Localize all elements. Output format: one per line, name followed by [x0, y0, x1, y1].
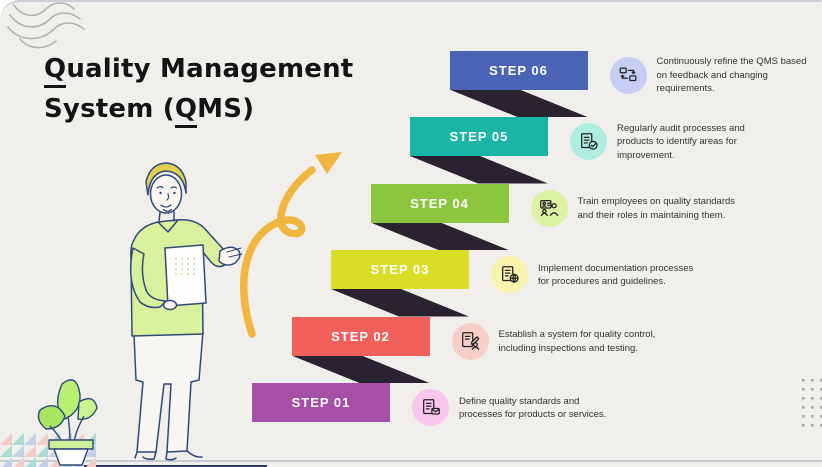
step-description: Train employees on quality standards and…	[577, 196, 736, 221]
document-mail-icon	[412, 389, 449, 426]
step-bar-1: STEP 01	[252, 383, 390, 422]
ribbon-connector	[370, 222, 509, 250]
step-description: Implement documentation processes for pr…	[538, 262, 694, 287]
step-label: STEP 04	[410, 195, 469, 211]
title-line-2: System (QMS)	[44, 90, 353, 130]
audit-check-icon	[570, 123, 607, 160]
step-bar-6: STEP 06	[449, 50, 588, 90]
page-title: Quality Management System (QMS)	[44, 50, 353, 129]
title-underlined-letter: Q	[44, 54, 67, 88]
document-globe-icon	[491, 256, 528, 293]
step-bar-4: STEP 04	[370, 183, 509, 223]
step-bar-2: STEP 02	[291, 316, 430, 356]
document-edit-icon	[451, 322, 489, 360]
training-icon	[530, 189, 568, 227]
step-label: STEP 06	[489, 62, 548, 78]
ribbon-connector	[331, 289, 469, 317]
step-description: Continuously refine the QMS based on fee…	[656, 56, 807, 95]
title-line-1: Quality Management	[44, 50, 353, 90]
step-description: Establish a system for quality control, …	[498, 329, 656, 354]
ribbon-connector	[410, 156, 548, 184]
step-bar-3: STEP 03	[331, 250, 469, 289]
step-label: STEP 02	[331, 328, 390, 344]
ribbon-connector	[449, 89, 588, 117]
step-description: Regularly audit processes and products t…	[617, 122, 745, 161]
title-underlined-letter: Q	[174, 93, 198, 128]
step-description: Define quality standards and processes f…	[459, 395, 607, 420]
ribbon-connector	[291, 355, 430, 383]
step-label: STEP 05	[449, 129, 509, 144]
step-bar-5: STEP 05	[410, 117, 548, 156]
refine-cycle-icon	[609, 56, 647, 94]
step-label: STEP 03	[370, 262, 430, 277]
step-label: STEP 01	[291, 395, 351, 410]
